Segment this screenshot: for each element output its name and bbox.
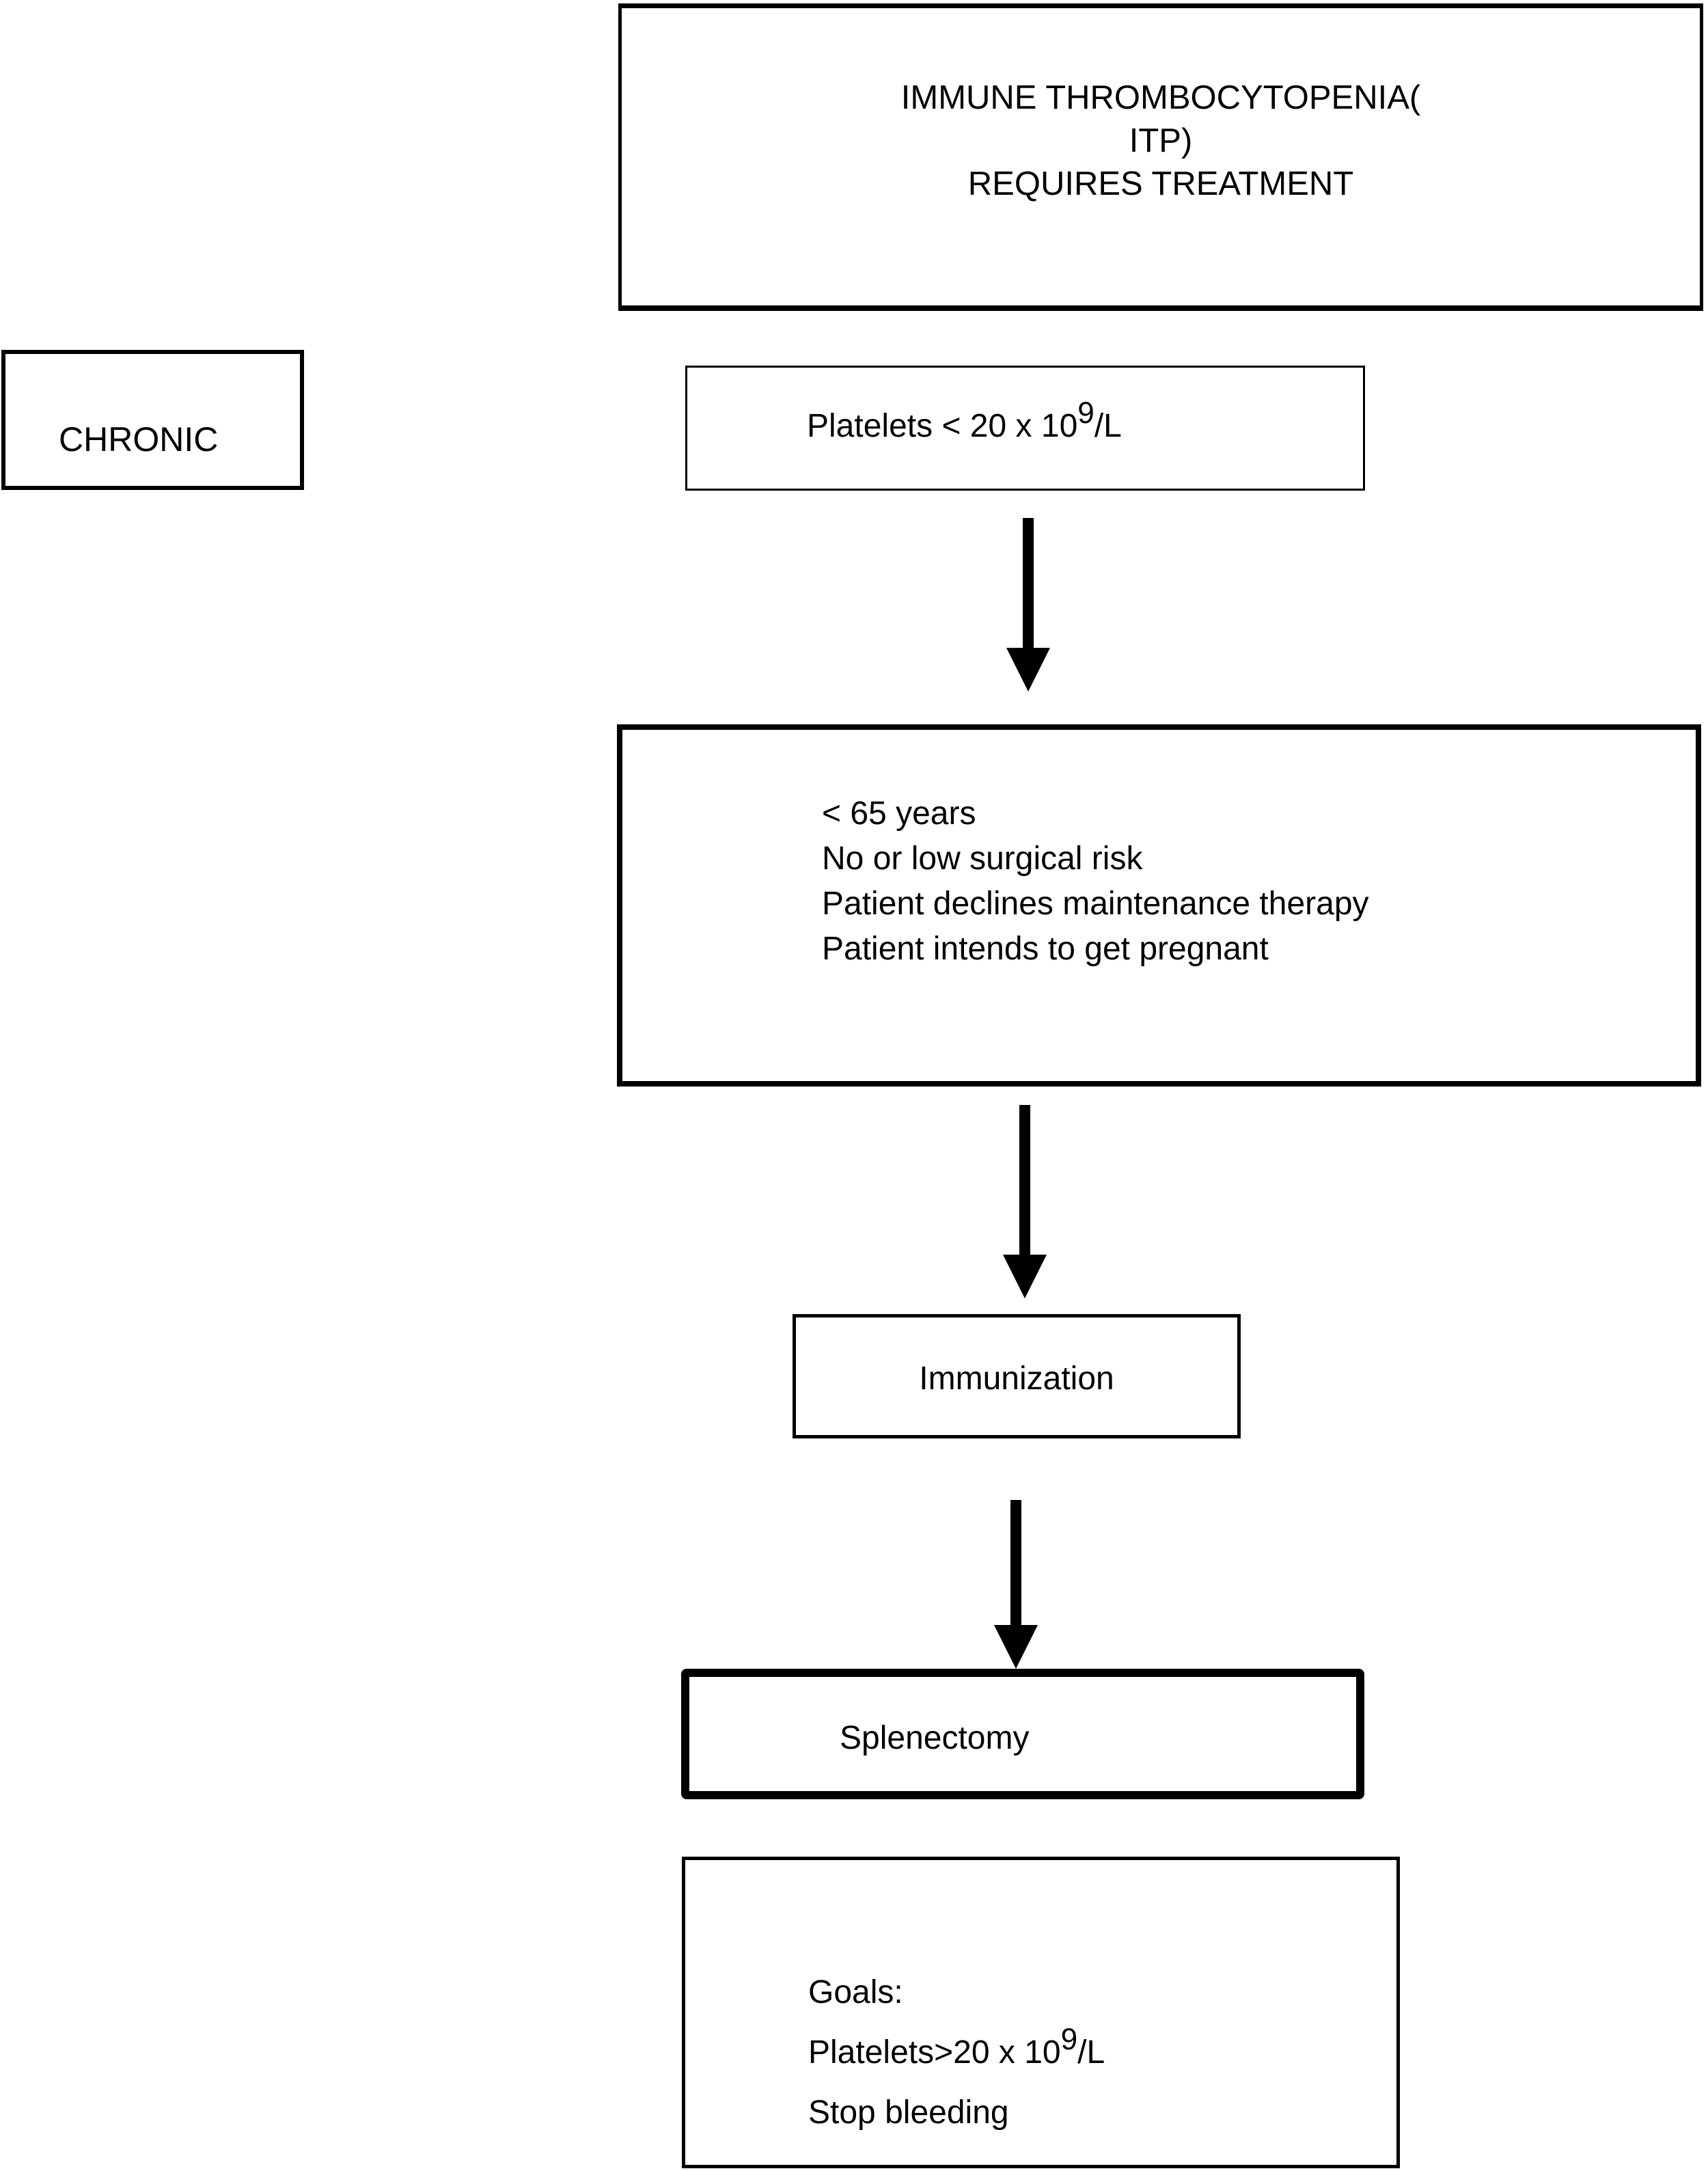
arrow-immunization-to-splenectomy-head xyxy=(994,1625,1038,1669)
platelets-exponent: 9 xyxy=(1077,396,1094,430)
criteria-line-3: Patient declines maintenance therapy xyxy=(822,886,1369,922)
platelets-text-suffix: /L xyxy=(1094,408,1122,444)
node-splenectomy: Splenectomy xyxy=(681,1669,1364,1799)
splenectomy-label: Splenectomy xyxy=(840,1720,1030,1756)
arrow-criteria-to-immunization-head xyxy=(1003,1255,1047,1298)
criteria-line-1: < 65 years xyxy=(822,795,976,832)
title-line-3: REQUIRES TREATMENT xyxy=(967,165,1354,202)
node-immunization: Immunization xyxy=(793,1314,1241,1438)
title-line-1: IMMUNE THROMBOCYTOPENIA( xyxy=(900,79,1421,116)
node-itp-requires-treatment: IMMUNE THROMBOCYTOPENIA( ITP) REQUIRES T… xyxy=(618,3,1703,311)
node-splenectomy-criteria: < 65 years No or low surgical risk Patie… xyxy=(617,724,1701,1087)
arrow-criteria-to-immunization-shaft xyxy=(1019,1105,1030,1261)
criteria-line-2: No or low surgical risk xyxy=(822,841,1143,877)
arrow-platelets-to-criteria-head xyxy=(1006,648,1050,692)
goals-line-2-prefix: Platelets>20 x 10 xyxy=(808,2034,1061,2071)
title-line-2: ITP) xyxy=(1129,122,1193,159)
goals-line-2-suffix: /L xyxy=(1077,2034,1105,2071)
goals-exponent: 9 xyxy=(1060,2023,1078,2056)
node-goals: Goals: Platelets>20 x 109/L Stop bleedin… xyxy=(682,1857,1400,2168)
goals-line-1: Goals: xyxy=(808,1974,903,2010)
arrow-platelets-to-criteria-shaft xyxy=(1023,518,1034,655)
criteria-line-4: Patient intends to get pregnant xyxy=(822,931,1269,967)
platelets-text-prefix: Platelets < 20 x 10 xyxy=(807,408,1078,444)
goals-line-3: Stop bleeding xyxy=(808,2094,1009,2131)
chronic-label: CHRONIC xyxy=(59,420,219,459)
arrow-immunization-to-splenectomy-shaft xyxy=(1010,1500,1021,1631)
node-platelets-below-20: Platelets < 20 x 109/L xyxy=(685,366,1365,491)
immunization-label: Immunization xyxy=(919,1361,1114,1397)
platelets-text: Platelets < 20 x 109/L xyxy=(807,398,1122,444)
goals-line-2: Platelets>20 x 109/L xyxy=(808,2023,1396,2083)
node-chronic: CHRONIC xyxy=(1,350,304,490)
